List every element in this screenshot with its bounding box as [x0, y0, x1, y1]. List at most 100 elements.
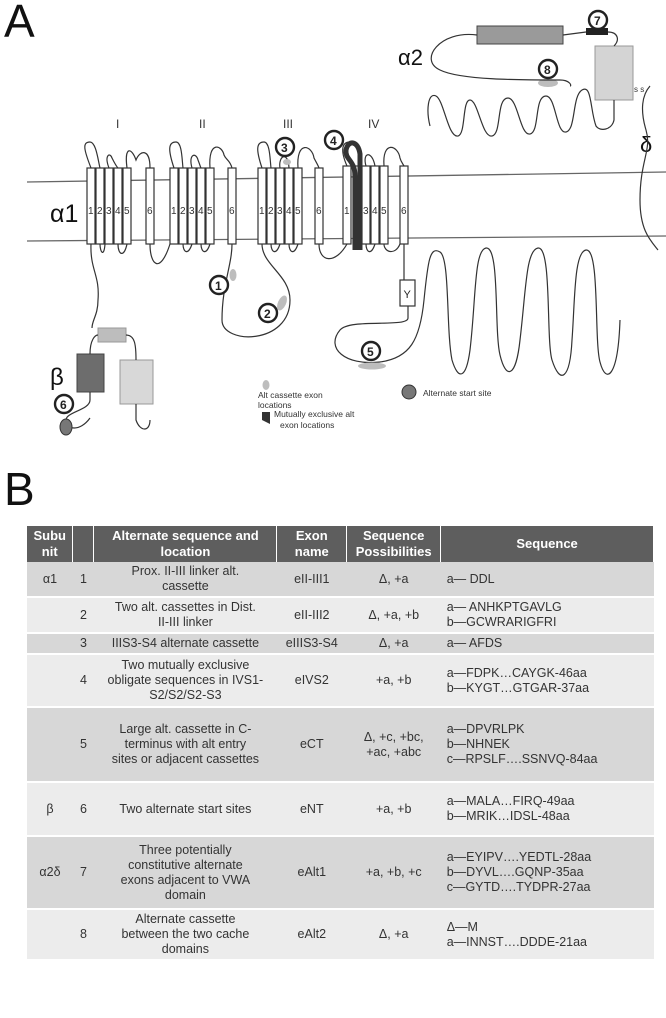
- sequence-line: a—DPVRLPK: [446, 722, 525, 736]
- cassette-marker-3: [283, 159, 291, 165]
- possibilities-cell: Δ, +a: [346, 909, 441, 961]
- cassette-marker-1: [229, 269, 237, 281]
- helix-number: 6: [229, 206, 235, 217]
- location-line: terminus with alt entry: [124, 737, 247, 751]
- possibilities-line: +a, +b: [375, 801, 412, 816]
- helix-number: 5: [207, 206, 213, 217]
- helix-number: 3: [106, 206, 112, 217]
- beta-chain: [65, 334, 151, 430]
- exon-name-cell: eII-III2: [276, 597, 347, 634]
- sequence-line: b—DYVL….GQNP-35aa: [446, 865, 584, 879]
- y-box-label: Y: [404, 289, 412, 301]
- location-line: constitutive alternate: [128, 857, 243, 872]
- number-cell: 4: [72, 654, 94, 708]
- helix-number: 1: [259, 206, 265, 217]
- location-cell: Two alternate start sites: [93, 782, 277, 837]
- header-possibilities: Sequence Possibilities: [346, 526, 442, 562]
- location-line: Three potentially: [139, 842, 232, 857]
- location-line: exons adjacent to VWA: [120, 872, 251, 887]
- cassette-marker-8: [538, 79, 558, 87]
- location-line: Alternate cassette: [135, 912, 236, 926]
- domain-label-iii: III: [283, 117, 293, 131]
- legend-cassette-line2: locations: [258, 400, 292, 410]
- exon-name-cell: eAlt2: [276, 909, 347, 961]
- possibilities-cell: Δ, +c, +bc,+ac, +abc: [346, 707, 441, 783]
- location-line: sites or adjacent cassettes: [111, 752, 260, 766]
- c-terminus-tail: [334, 244, 621, 376]
- site-marker-7: 7: [587, 9, 609, 31]
- y-box: [399, 279, 416, 307]
- location-line: Prox. II-III linker alt.: [131, 564, 240, 578]
- n-terminus: [91, 299, 99, 329]
- header-exon-line: name: [294, 544, 329, 559]
- location-line: between the two cache: [121, 927, 250, 941]
- site-marker-8: 8: [537, 58, 559, 80]
- site-marker-4: 4: [323, 129, 345, 151]
- possibilities-cell: +a, +b: [346, 654, 441, 708]
- legend-mutually-exclusive-line1: Mutually exclusive alt: [274, 409, 355, 419]
- header-location-line: location: [160, 544, 211, 559]
- header-sequence: Sequence: [440, 526, 654, 562]
- possibilities-line: Δ, +a: [378, 571, 409, 586]
- helix-number: 5: [381, 206, 387, 217]
- sequence-line: a— AFDS: [446, 636, 503, 650]
- number-cell: 6: [72, 782, 94, 837]
- location-line: domains: [161, 942, 210, 956]
- alpha2-chain: [427, 31, 618, 137]
- cassette-marker-2: [277, 295, 287, 311]
- legend-mutually-exclusive-line2: exon locations: [280, 420, 334, 430]
- sequence-line: b—KYGT…GTGAR-37aa: [446, 680, 590, 695]
- number-cell: 5: [72, 707, 94, 783]
- legend-start-site-swatch: [401, 384, 417, 400]
- helix-number: 4: [286, 206, 292, 217]
- header-subunit: Subu nit: [27, 526, 74, 562]
- sequence-line: a—MALA…FIRQ-49aa: [446, 794, 575, 808]
- legend-start-site-label: Alternate start site: [423, 388, 492, 398]
- sequence-line: b—GCWRARIGFRI: [446, 615, 557, 629]
- possibilities-line: Δ, +c, +bc,: [363, 729, 424, 744]
- sequence-line: Δ—M: [446, 919, 478, 934]
- location-line: II-III linker: [157, 615, 213, 629]
- legend-cassette-swatch: [262, 380, 270, 390]
- beta-domain-light: [119, 359, 154, 405]
- possibilities-cell: +a, +b: [346, 782, 441, 837]
- location-cell: IIIS3-S4 alternate cassette: [93, 633, 277, 655]
- location-line: Two alternate start sites: [119, 801, 252, 816]
- location-line: Two alt. cassettes in Dist.: [114, 600, 256, 614]
- site-number-2: 2: [264, 307, 271, 321]
- helix-number: 6: [147, 206, 153, 217]
- legend-mutually-exclusive-swatch: [262, 412, 270, 424]
- header-possibilities-line: Sequence: [363, 528, 425, 543]
- possibilities-cell: Δ, +a: [346, 633, 441, 655]
- site-marker-1: 1: [208, 274, 230, 296]
- beta-domain-dark: [76, 353, 105, 393]
- domain-label-ii: II: [199, 117, 206, 131]
- location-line: IIIS3-S4 alternate cassette: [111, 636, 260, 650]
- location-cell: Large alt. cassette in C-terminus with a…: [93, 707, 277, 783]
- location-cell: Prox. II-III linker alt.cassette: [93, 562, 277, 598]
- subunit-cell: [27, 633, 73, 655]
- helix-number: 5: [295, 206, 301, 217]
- helix-number: 4: [372, 206, 378, 217]
- possibilities-cell: Δ, +a: [346, 562, 441, 598]
- cassette-marker-5: [358, 362, 386, 370]
- helix-number: 3: [363, 206, 369, 217]
- site-number-1: 1: [215, 279, 222, 293]
- site-number-7: 7: [594, 14, 601, 28]
- site-marker-3: 3: [274, 136, 296, 158]
- channel-topology-diagram: α1 I II III IV 1 2 3 4 5 6 1 2 3 4 5: [26, 9, 666, 436]
- start-site-marker-6: [59, 418, 73, 436]
- domain-label-i: I: [116, 117, 119, 131]
- header-location-line: Alternate sequence and: [112, 528, 259, 543]
- beta-label: β: [50, 364, 64, 391]
- delta-label: δ: [640, 132, 652, 157]
- alpha2-label: α2: [398, 45, 423, 70]
- disulfide-label: s s: [634, 85, 644, 94]
- helix-number: 6: [316, 206, 322, 217]
- helix-number: 3: [277, 206, 283, 217]
